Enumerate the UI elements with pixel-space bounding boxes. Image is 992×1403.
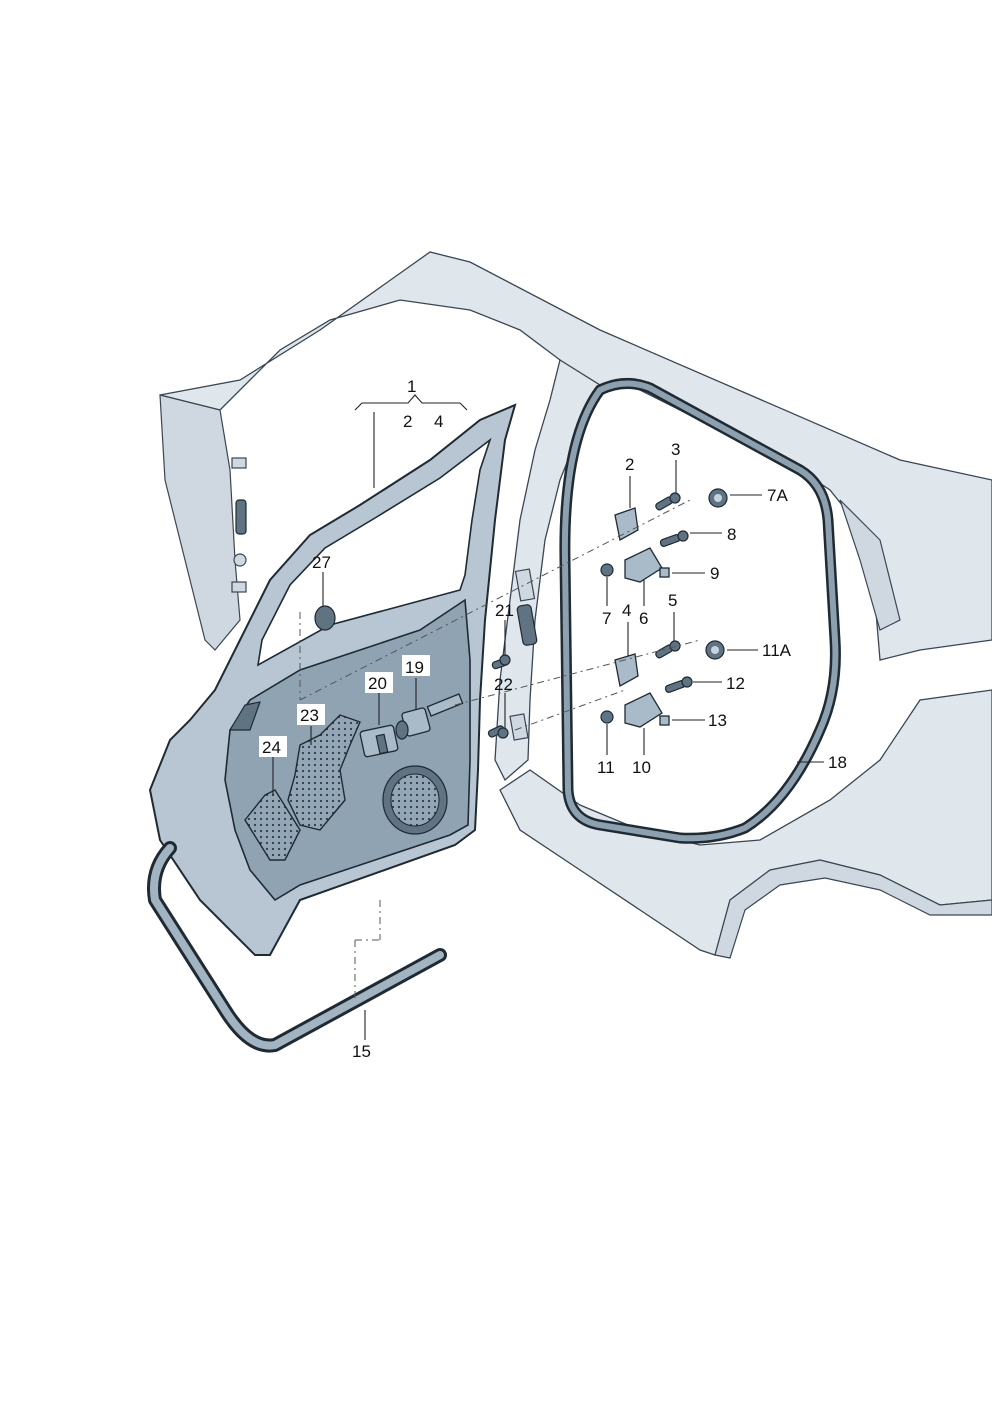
label-8: 8 [727,525,736,544]
door-opening-seal [559,378,841,844]
leader-lines [272,394,824,1040]
door-bolts-21-22 [487,654,511,739]
label-24: 24 [262,738,281,757]
assembly-dash-lines [299,499,701,1000]
label-27: 27 [312,553,331,572]
label-1-sub-4: 4 [434,412,443,431]
label-22: 22 [494,675,513,694]
label-1: 1 [407,377,416,396]
label-20: 20 [368,674,387,693]
label-7a: 7A [767,486,788,505]
label-4: 4 [622,601,631,620]
label-1-sub-2: 2 [403,412,412,431]
label-2: 2 [625,455,634,474]
part-labels: 1 2 4 2 3 7A 8 9 7 6 4 5 11A 12 13 11 10… [259,377,852,1061]
label-3: 3 [671,440,680,459]
label-19: 19 [405,658,424,677]
label-11: 11 [597,758,615,777]
lower-hinge-group [600,640,725,728]
label-11a: 11A [762,641,792,660]
label-15: 15 [352,1042,371,1061]
car-body-side-panel [159,251,992,959]
label-5: 5 [668,591,677,610]
door-check-module-20 [359,724,399,758]
label-21: 21 [495,601,514,620]
sound-insulation-23 [287,714,361,831]
label-12: 12 [726,674,745,693]
upper-hinge-group [600,488,728,583]
sound-insulation-24 [244,789,301,861]
door-bottom-seal-15 [147,841,447,1053]
label-6: 6 [639,609,648,628]
label-7: 7 [602,609,611,628]
label-18: 18 [828,753,847,772]
label-9: 9 [710,564,719,583]
label-10: 10 [632,758,651,777]
label-13: 13 [708,711,727,730]
door-check-strap-19 [395,693,464,740]
label-23: 23 [300,706,319,725]
